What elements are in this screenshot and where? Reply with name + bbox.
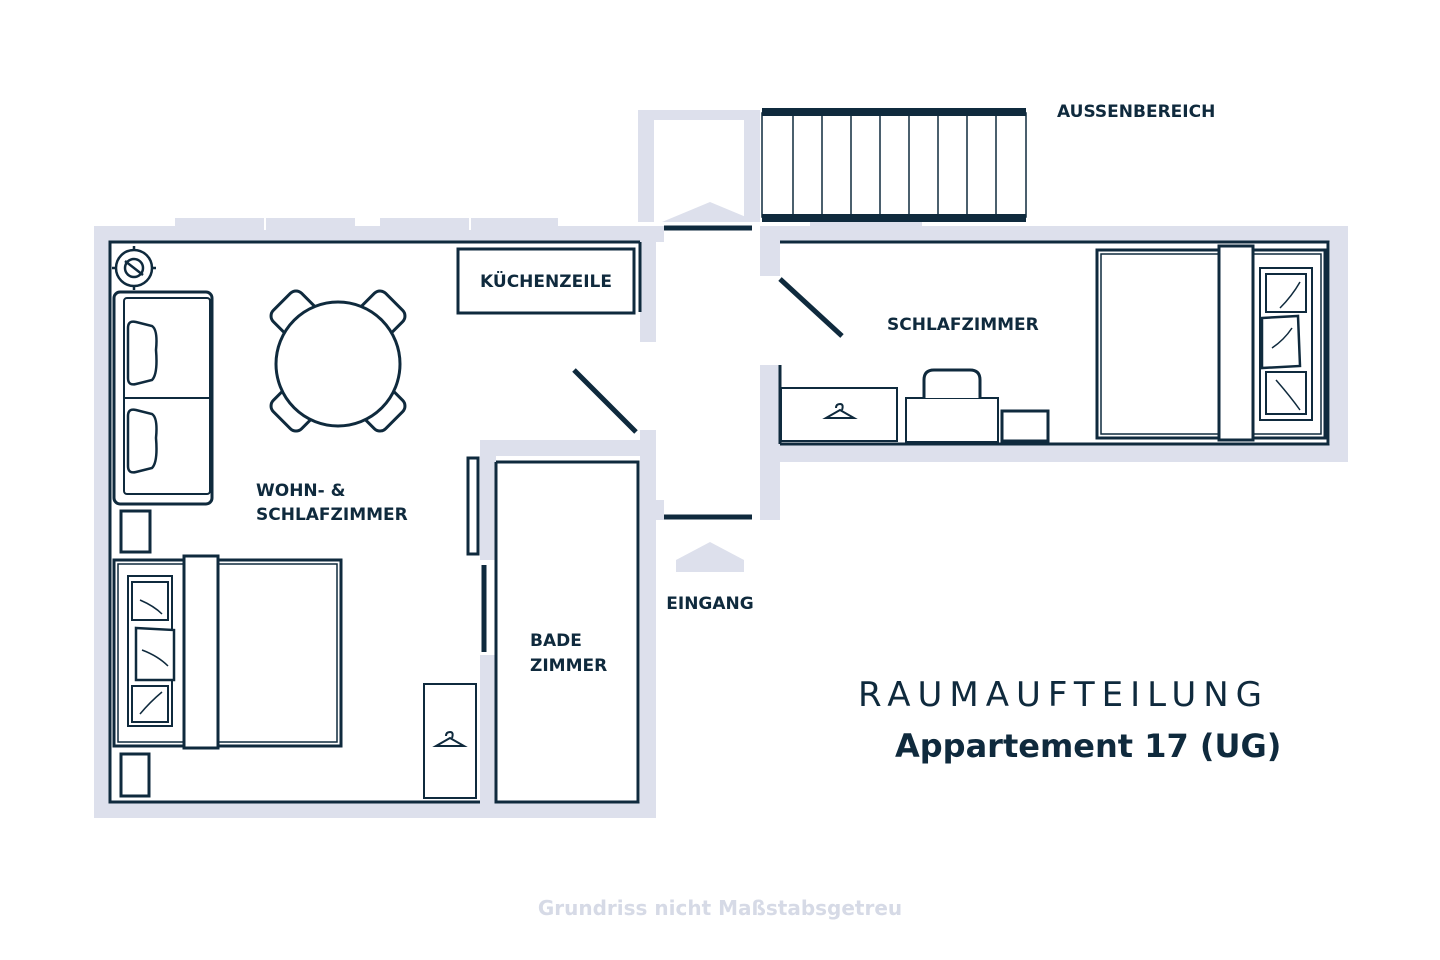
wall-bath-left-bottom	[480, 655, 496, 818]
arrow-entrance	[676, 542, 744, 572]
wall-hall-top	[638, 110, 760, 120]
wardrobe-right	[780, 387, 898, 442]
kitchen-counter	[456, 247, 636, 315]
wardrobe-slider	[466, 456, 480, 556]
bed-icon	[112, 554, 343, 750]
nightstand-2	[119, 752, 151, 798]
footer-note: Grundriss nicht Maßstabsgetreu	[538, 896, 902, 920]
label-eingang: EINGANG	[666, 594, 753, 614]
bed-icon	[1095, 244, 1327, 442]
table-icon	[269, 289, 407, 433]
title-main: RAUMAUFTEILUNG	[858, 675, 1269, 715]
label-aussenbereich: AUSSENBEREICH	[1057, 102, 1215, 122]
fan-icon	[112, 246, 156, 290]
window-3	[810, 220, 922, 230]
stair-icon	[761, 108, 1027, 222]
wall-right	[1330, 226, 1348, 462]
wardrobe-bath	[423, 683, 477, 799]
label-schlafzimmer: SCHLAFZIMMER	[887, 315, 1039, 335]
walls	[94, 110, 1348, 818]
room-outlines	[108, 240, 1330, 804]
nightstand-1	[119, 509, 152, 554]
label-wohn-line2: SCHLAFZIMMER	[256, 505, 408, 525]
desk-icon	[905, 368, 999, 443]
hanger-icon	[432, 730, 468, 747]
wall-hall-top-left	[638, 110, 654, 222]
wall-kitchen-right	[640, 242, 656, 342]
wall-left	[94, 226, 110, 818]
label-wohn-line1: WOHN- &	[256, 481, 346, 501]
wall-bottom-right	[764, 444, 1348, 462]
wall-hall-right-top	[760, 240, 780, 276]
label-kuechenzeile: KÜCHENZEILE	[480, 270, 612, 292]
label-bad-line1: BADE	[530, 631, 582, 651]
sofa-icon	[112, 290, 214, 506]
wall-bath-left-top	[480, 440, 496, 560]
arrow-top	[662, 202, 758, 222]
hanger-icon	[822, 402, 858, 419]
door-living	[572, 368, 638, 434]
label-bad-line2: ZIMMER	[530, 656, 607, 676]
title-sub: Appartement 17 (UG)	[895, 727, 1281, 765]
wall-hall-top-right	[744, 110, 760, 222]
wall-bottom	[94, 802, 656, 818]
wall-bath-top	[480, 440, 656, 456]
wall-bath-right	[640, 430, 656, 818]
wall-hall-left-bottom	[640, 500, 664, 520]
small-cabinet	[1000, 409, 1050, 443]
wall-hall-right-bottom	[760, 365, 780, 520]
door-bedroom	[778, 277, 844, 338]
doors	[481, 225, 844, 652]
